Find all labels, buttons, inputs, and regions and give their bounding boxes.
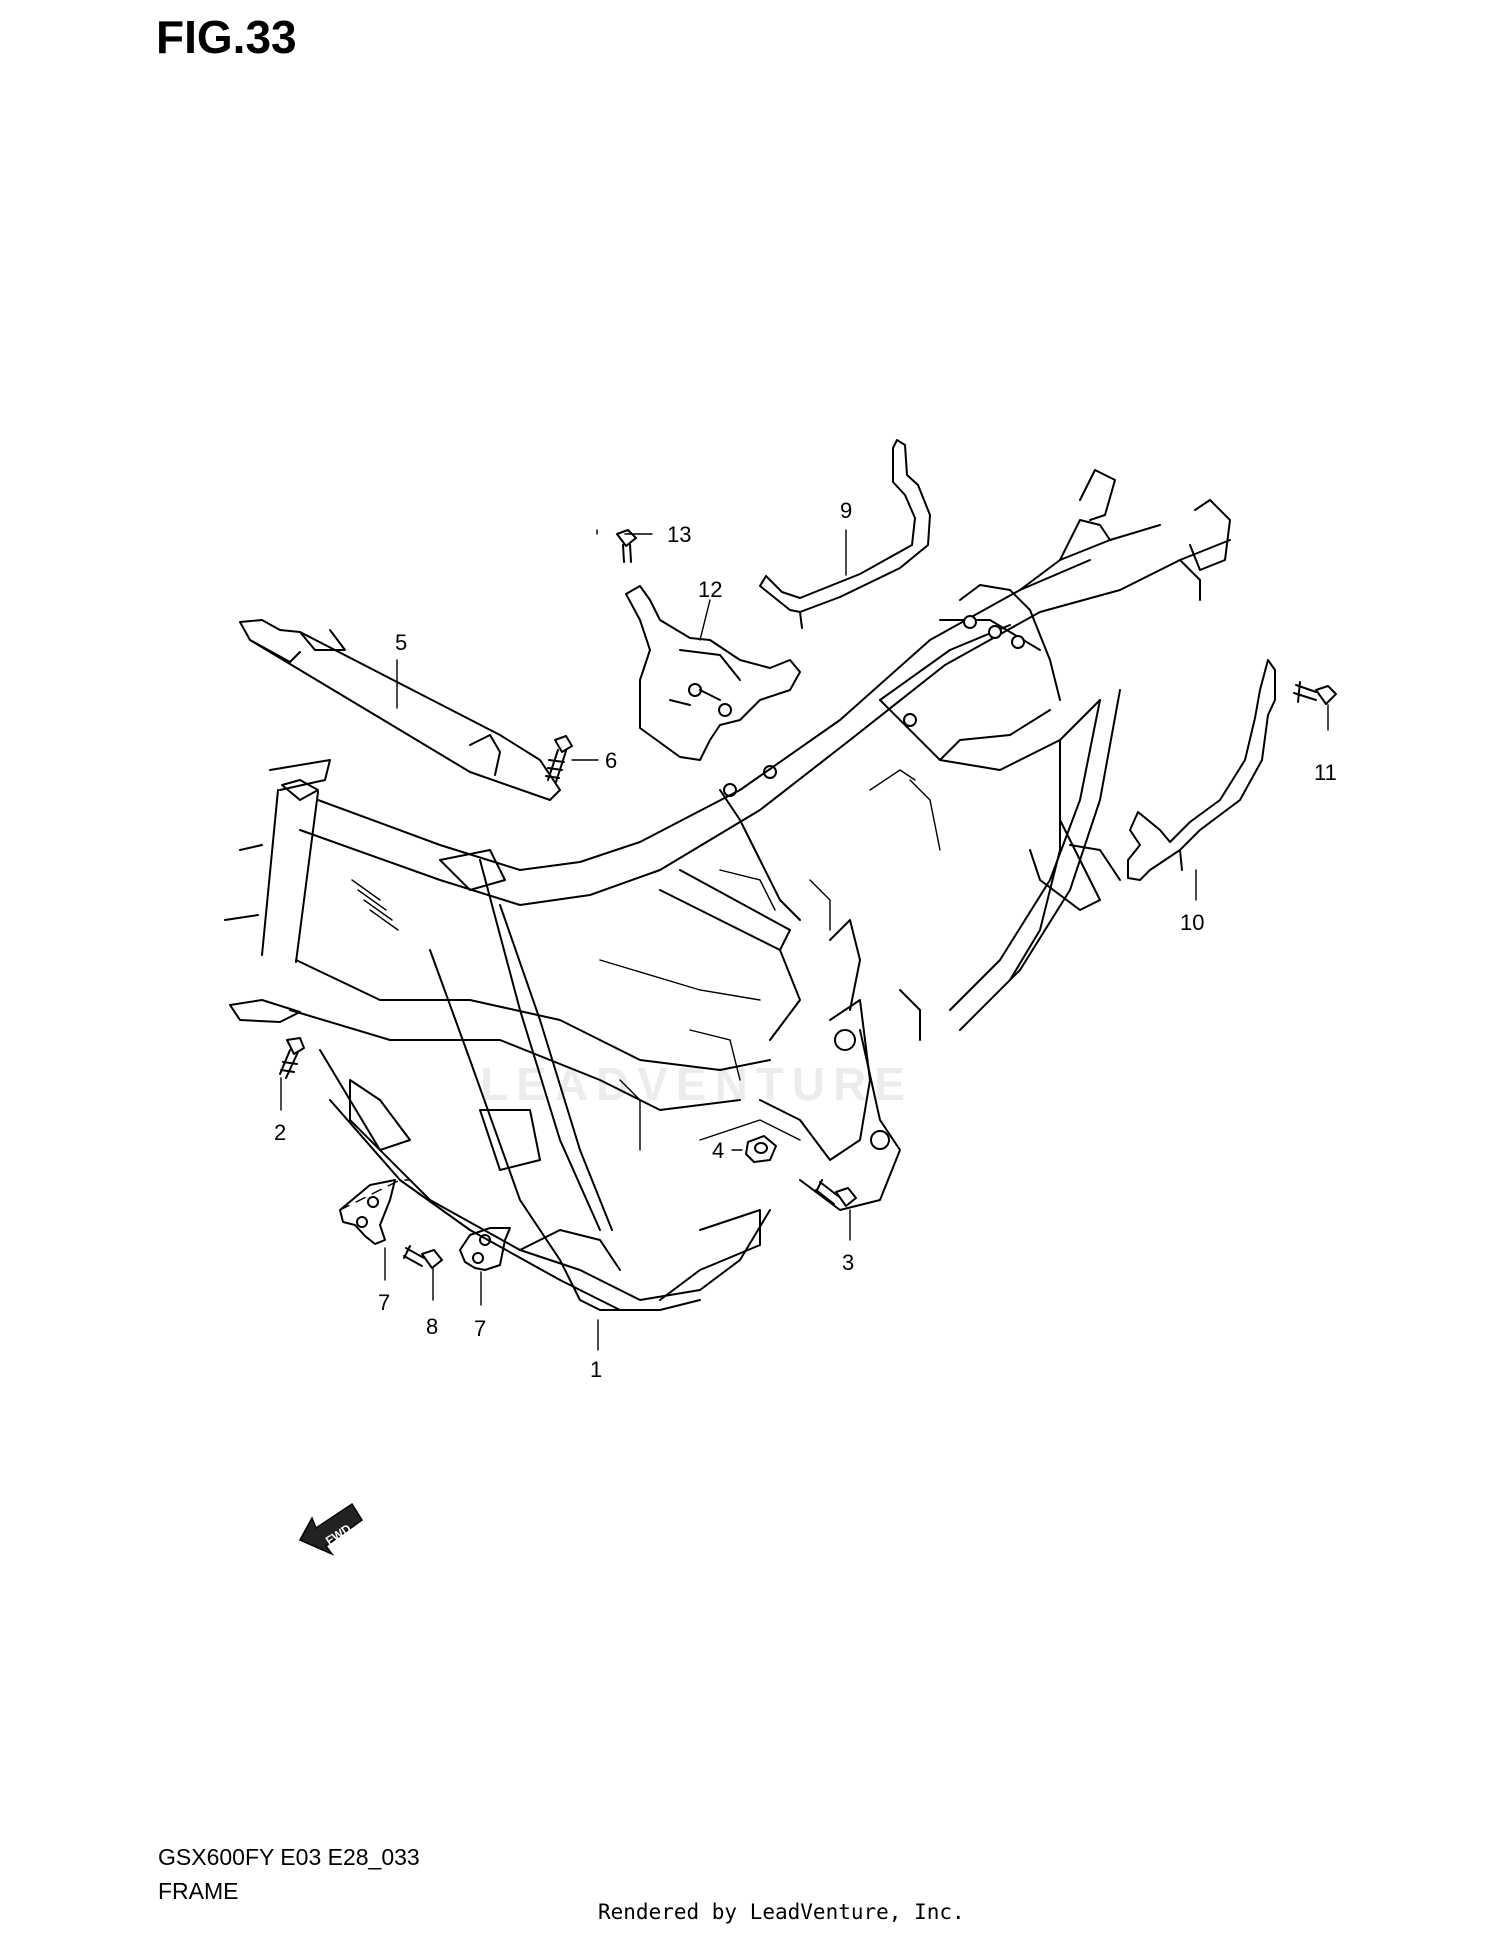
callouts: 1 2 3 4 5 6 7 7 8 9 10 11 12 13 (274, 498, 1337, 1382)
callout-12: 12 (698, 577, 722, 602)
callout-3: 3 (842, 1250, 854, 1275)
part-3-bolt (815, 1179, 857, 1207)
part-10-rail (1127, 659, 1276, 881)
callout-8: 8 (426, 1314, 438, 1339)
callout-7-left: 7 (378, 1290, 390, 1315)
part-7-plate-left (339, 1179, 411, 1245)
callout-7-right: 7 (474, 1316, 486, 1341)
part-5-bar (239, 619, 561, 801)
model-code: GSX600FY E03 E28_033 (158, 1844, 420, 1870)
part-9-rail (759, 439, 931, 629)
part-7-plate-right (459, 1227, 511, 1271)
callout-5: 5 (395, 630, 407, 655)
figure-title: FIG.33 (156, 11, 297, 63)
callout-11: 11 (1314, 760, 1337, 785)
part-13-bolt (616, 529, 637, 563)
part-6-bolt (545, 735, 573, 783)
part-8-bolt (403, 1245, 443, 1269)
credit-text: Rendered by LeadVenture, Inc. (598, 1900, 965, 1924)
part-4-nut (745, 1135, 777, 1163)
watermark-text: LEADVENTURE (480, 1058, 913, 1110)
part-12-bracket (625, 585, 801, 761)
part-2-bolt (279, 1037, 305, 1079)
callout-10: 10 (1180, 910, 1204, 935)
part-11-bolt (1293, 681, 1337, 705)
callout-1: 1 (590, 1357, 602, 1382)
section-name: FRAME (158, 1878, 239, 1904)
fwd-arrow-icon: FWD (298, 1502, 364, 1556)
main-frame (224, 469, 1231, 1311)
callout-6: 6 (605, 748, 617, 773)
callout-13: 13 (667, 522, 691, 547)
callout-4: 4 (712, 1138, 724, 1163)
callout-2: 2 (274, 1120, 286, 1145)
callout-9: 9 (840, 498, 852, 523)
leader-lines (280, 529, 1329, 1351)
